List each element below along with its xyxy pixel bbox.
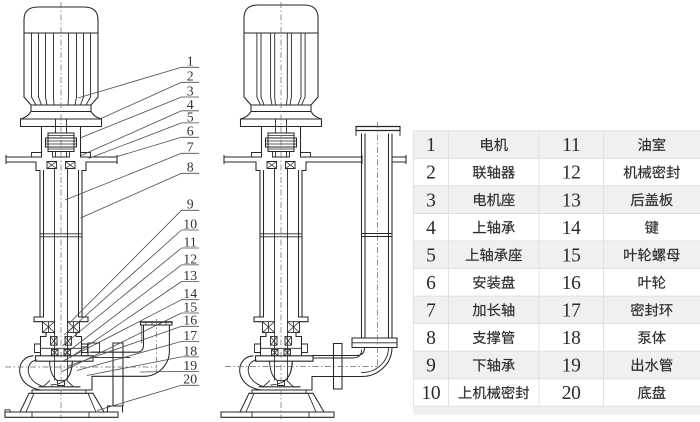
svg-text:20: 20 [562,383,581,404]
svg-text:3: 3 [426,190,435,211]
svg-text:12: 12 [183,251,197,266]
svg-text:18: 18 [183,343,197,358]
svg-text:3: 3 [187,83,194,98]
svg-text:17: 17 [562,300,581,321]
svg-text:13: 13 [562,190,581,211]
svg-text:13: 13 [183,268,197,283]
svg-text:20: 20 [183,372,197,387]
svg-text:7: 7 [426,300,436,321]
svg-text:10: 10 [421,383,440,404]
svg-text:7: 7 [187,140,194,155]
svg-text:5: 5 [187,109,194,124]
svg-text:1: 1 [187,54,194,69]
svg-text:1: 1 [426,135,435,156]
svg-text:14: 14 [562,218,581,239]
svg-text:16: 16 [562,273,581,294]
svg-text:9: 9 [426,356,435,377]
svg-text:2: 2 [426,163,435,184]
svg-text:15: 15 [562,245,581,266]
svg-text:5: 5 [426,245,435,266]
svg-text:12: 12 [562,163,581,184]
svg-text:16: 16 [183,313,197,328]
svg-text:6: 6 [426,273,436,294]
svg-text:11: 11 [562,135,580,156]
svg-text:19: 19 [562,356,581,377]
svg-text:11: 11 [184,234,197,249]
svg-text:10: 10 [183,216,197,231]
svg-text:17: 17 [183,328,197,343]
svg-text:8: 8 [426,328,435,349]
svg-text:19: 19 [183,358,197,373]
svg-text:15: 15 [183,299,197,314]
svg-text:2: 2 [187,69,194,84]
svg-text:14: 14 [183,286,197,301]
svg-text:8: 8 [187,160,194,175]
svg-text:6: 6 [187,124,194,139]
svg-text:4: 4 [187,97,194,112]
svg-text:18: 18 [562,328,581,349]
svg-text:4: 4 [426,218,436,239]
svg-text:9: 9 [187,197,194,212]
